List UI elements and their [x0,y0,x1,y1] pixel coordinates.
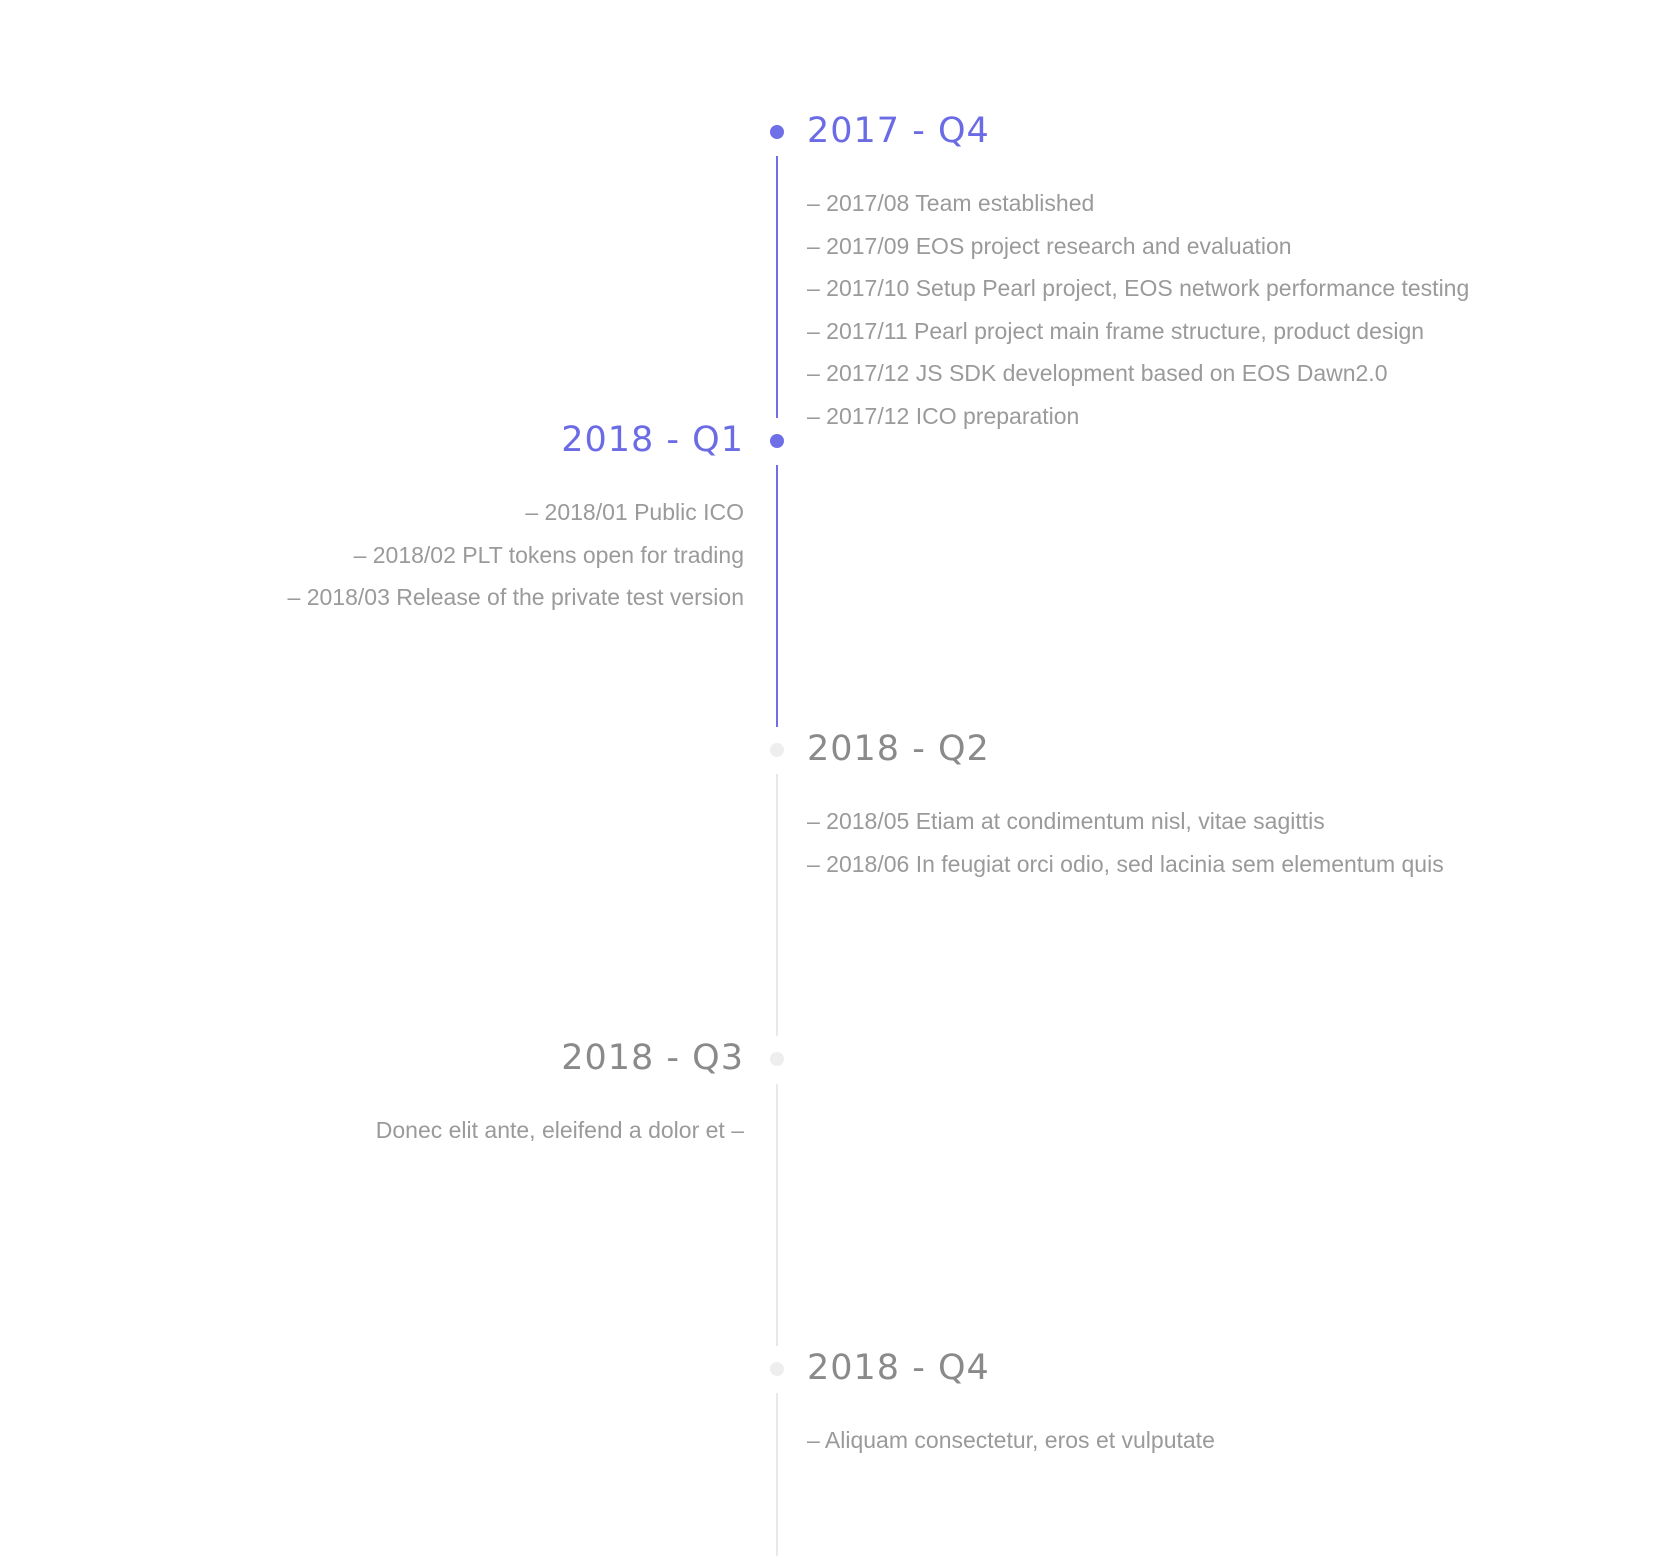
list-item: – 2018/05 Etiam at condimentum nisl, vit… [807,808,1325,834]
milestone-title: 2018 - Q2 [807,729,990,769]
milestone-item-list: – 2018/05 Etiam at condimentum nisl, vit… [807,800,1444,885]
list-item: – 2018/03 Release of the private test ve… [287,584,744,610]
milestone-dot-icon [770,743,784,757]
list-item: – 2017/09 EOS project research and evalu… [807,232,1292,259]
milestone-title: 2018 - Q1 [561,420,744,460]
list-item: – 2018/02 PLT tokens open for trading [353,541,744,568]
list-item: – 2017/12 JS SDK development based on EO… [807,360,1388,386]
list-item: Donec elit ante, eleifend a dolor et – [375,1117,744,1143]
list-item: – 2017/10 Setup Pearl project, EOS netwo… [807,275,1470,301]
milestone-item-list: – 2018/01 Public ICO – 2018/02 PLT token… [288,491,744,619]
timeline-line-segment [776,1393,778,1556]
list-item: – 2017/11 Pearl project main frame struc… [807,317,1425,344]
list-item: – Aliquam consectetur, eros et vulputate [807,1427,1215,1453]
milestone-item-list: Donec elit ante, eleifend a dolor et – [376,1109,744,1152]
timeline-line-segment [776,774,778,1036]
timeline-line-segment [776,1084,778,1346]
milestone-dot-icon [770,1052,784,1066]
milestone-title: 2018 - Q3 [561,1038,744,1078]
timeline-line-segment [776,156,778,418]
milestone-dot-icon [770,434,784,448]
milestone-title: 2018 - Q4 [807,1348,990,1388]
timeline-line-segment [776,465,778,727]
milestone-item-list: – 2017/08 Team established – 2017/09 EOS… [807,182,1469,437]
list-item: – 2017/08 Team established [807,190,1095,216]
list-item: – 2017/12 ICO preparation [807,402,1080,429]
milestone-item-list: – Aliquam consectetur, eros et vulputate [807,1419,1215,1462]
list-item: – 2018/06 In feugiat orci odio, sed laci… [807,850,1444,877]
milestone-dot-icon [770,125,784,139]
milestone-title: 2017 - Q4 [807,111,990,151]
milestone-dot-icon [770,1362,784,1376]
list-item: – 2018/01 Public ICO [525,499,744,525]
